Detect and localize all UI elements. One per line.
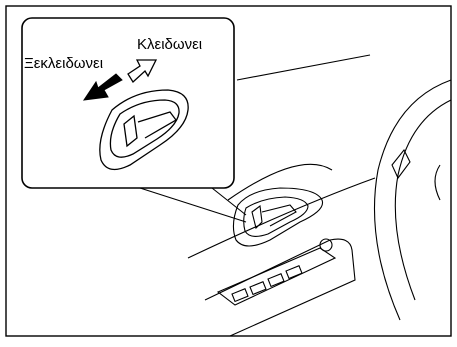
zoom-callout-box [21, 17, 235, 189]
steering-wheel-outer [373, 79, 452, 321]
arrow-left-down-icon [82, 73, 123, 101]
steering-wheel-inner [394, 99, 452, 301]
unlock-label: Ξεκλειδωνει [24, 55, 104, 72]
outer-frame [5, 5, 452, 337]
switch-button-2 [249, 281, 267, 296]
lock-arrow-shape [127, 59, 158, 84]
enlarged-handle-inner [109, 99, 180, 158]
unlock-arrow-shape [82, 73, 123, 101]
door-trim-line-2 [187, 177, 376, 259]
callout-leader-1 [139, 187, 247, 223]
door-panel-background [187, 54, 452, 337]
enlarged-handle-recess [99, 89, 189, 171]
switch-button-4 [285, 265, 303, 280]
door-handle-inner [243, 196, 309, 237]
steering-hub [434, 164, 441, 201]
lock-knob-small [251, 204, 263, 230]
door-trim-line [227, 163, 333, 201]
switch-button-3 [267, 273, 285, 288]
steering-wheel-spoke [391, 148, 411, 180]
armrest [204, 238, 356, 337]
callout-leader-2 [211, 187, 247, 216]
enlarged-handle-lever [137, 111, 177, 139]
window-line [236, 54, 371, 81]
door-handle-recess [232, 187, 324, 247]
switch-panel [216, 247, 337, 306]
mirror-knob [319, 238, 333, 252]
handle-lever-small [261, 204, 297, 227]
switch-button-1 [231, 288, 249, 303]
arrow-right-up-icon [127, 59, 158, 84]
lock-label: Κλειδωνει [137, 36, 203, 53]
enlarged-door-handle [99, 89, 189, 171]
enlarged-lock-knob [123, 114, 138, 148]
